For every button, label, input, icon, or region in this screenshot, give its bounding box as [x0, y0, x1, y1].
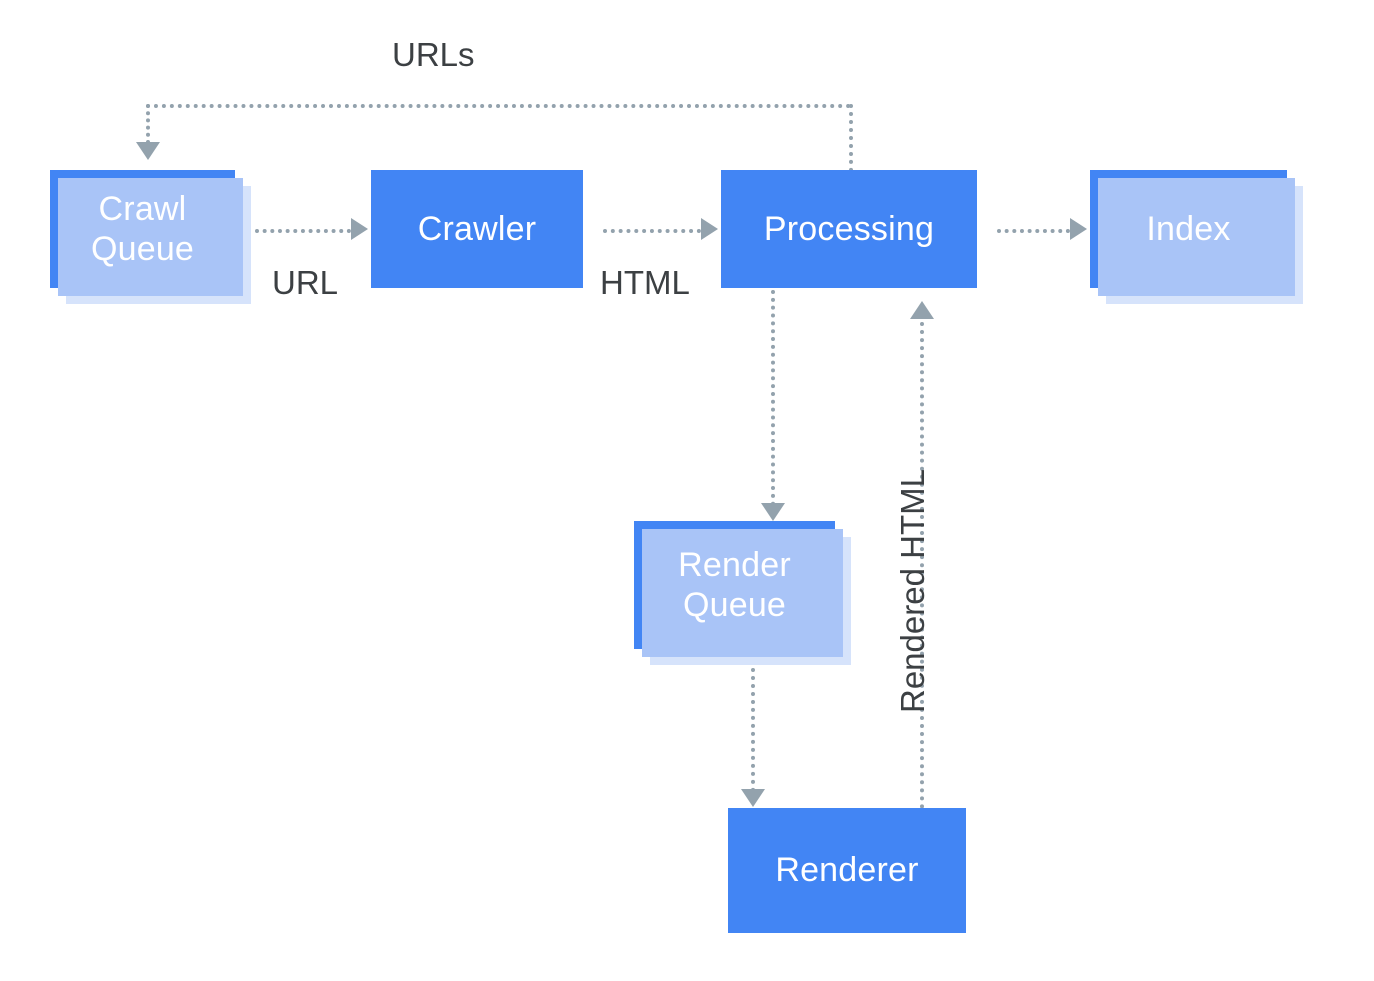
node-processing-label: Processing: [763, 209, 935, 248]
arrowhead-processing-to-index: [1070, 218, 1087, 240]
edge-label-rendered-html: Rendered HTML: [894, 469, 931, 713]
arrowhead-crawlqueue-to-crawler: [351, 218, 368, 240]
node-processing[interactable]: Processing: [721, 170, 977, 288]
node-render-queue-label: Render Queue: [678, 545, 791, 624]
edge-label-url: URL: [272, 264, 339, 301]
arrowhead-crawler-to-processing: [701, 218, 718, 240]
edge-label-html: HTML: [600, 264, 690, 301]
edge-processing-to-crawlqueue-riser: [849, 104, 853, 172]
edge-processing-to-crawlqueue-span: [146, 104, 851, 108]
edge-processing-to-renderqueue: [771, 290, 775, 506]
node-renderer-label: Renderer: [775, 851, 919, 890]
arrowhead-processing-to-renderqueue: [761, 503, 785, 521]
node-crawl-queue-label: Crawl Queue: [90, 189, 195, 268]
edge-renderqueue-to-renderer: [751, 652, 755, 792]
edge-renderer-to-processing: [920, 322, 924, 809]
edge-processing-to-crawlqueue-drop: [146, 104, 150, 144]
node-crawler-label: Crawler: [417, 209, 537, 248]
node-index[interactable]: Index: [1090, 170, 1287, 288]
edge-processing-to-index: [997, 229, 1070, 233]
node-crawler[interactable]: Crawler: [371, 170, 583, 288]
edge-crawlqueue-to-crawler: [255, 229, 351, 233]
edge-crawler-to-processing: [603, 229, 701, 233]
arrowhead-renderer-to-processing: [910, 301, 934, 319]
node-index-label: Index: [1146, 209, 1231, 248]
node-renderer[interactable]: Renderer: [728, 808, 966, 933]
node-crawl-queue[interactable]: Crawl Queue: [50, 170, 235, 288]
node-render-queue[interactable]: Render Queue: [634, 521, 835, 649]
arrowhead-renderqueue-to-renderer: [741, 789, 765, 807]
edge-label-urls: URLs: [392, 36, 475, 73]
arrowhead-processing-to-crawlqueue: [136, 142, 160, 160]
